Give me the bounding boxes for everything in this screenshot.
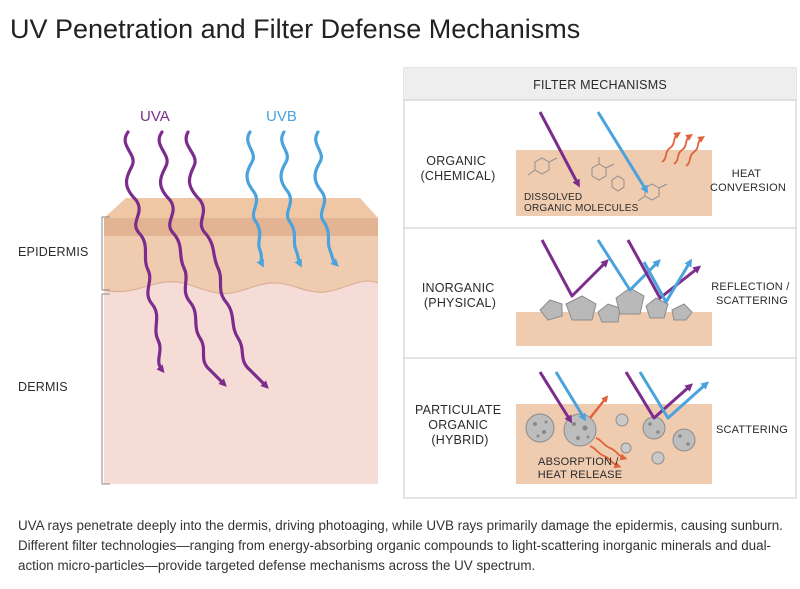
uva-ray xyxy=(123,130,165,374)
uvb-ray xyxy=(279,130,302,268)
uva-ray xyxy=(540,239,609,298)
uva-ray xyxy=(538,111,580,188)
heat-waves xyxy=(589,437,628,469)
dermis-label: DERMIS xyxy=(18,380,68,394)
filter-inner-label: DISSOLVED ORGANIC MOLECULES xyxy=(524,192,639,214)
filter-inner-label: ABSORPTION / HEAT RELEASE xyxy=(538,456,623,481)
uva-label: UVA xyxy=(140,108,170,125)
skin-cross-section: EPIDERMIS DERMIS xyxy=(18,198,379,485)
filter-effect: REFLECTION / SCATTERING xyxy=(711,281,792,307)
skin-surface xyxy=(104,198,378,218)
page-title: UV Penetration and Filter Defense Mechan… xyxy=(10,14,581,44)
uvb-ray xyxy=(596,111,649,194)
epidermis-layer xyxy=(104,218,378,294)
skin-sample xyxy=(516,150,712,216)
heat-ray xyxy=(589,395,609,419)
uvb-ray xyxy=(245,130,264,268)
filter-name: INORGANIC (PHYSICAL) xyxy=(422,281,498,310)
heat-waves xyxy=(661,132,705,167)
caption: UVA rays penetrate deeply into the dermi… xyxy=(18,518,783,573)
mineral-particles xyxy=(539,287,693,323)
uvb-ray xyxy=(638,371,709,420)
uva-ray xyxy=(538,371,573,424)
epidermis-label: EPIDERMIS xyxy=(18,245,89,259)
layer-brackets xyxy=(101,216,110,485)
uvb-label: UVB xyxy=(266,108,297,125)
diagram-canvas: EPIDERMIS DERMIS UVA UVB FILTER MECHANIS… xyxy=(18,67,797,499)
stratum-corneum xyxy=(104,218,378,236)
uvb-ray xyxy=(642,258,693,304)
filter-name: ORGANIC (CHEMICAL) xyxy=(421,154,496,183)
filter-row-hybrid: PARTICULATE ORGANIC (HYBRID) xyxy=(415,371,788,484)
uva-ray xyxy=(157,130,227,387)
particle-pores xyxy=(533,420,690,446)
filter-effect: SCATTERING xyxy=(716,424,788,436)
uvb-ray xyxy=(554,371,587,422)
uva-rays xyxy=(123,130,269,389)
uva-ray xyxy=(184,130,269,389)
uva-ray xyxy=(624,371,693,420)
filter-row-inorganic: INORGANIC (PHYSICAL) REFLECTION / SCATTE… xyxy=(422,239,792,346)
uva-ray xyxy=(626,239,702,300)
uvb-rays xyxy=(245,130,339,268)
uvb-ray xyxy=(313,130,339,267)
molecule-icons xyxy=(527,157,668,202)
panel-header-label: FILTER MECHANISMS xyxy=(533,78,667,92)
filter-row-organic: ORGANIC (CHEMICAL) DISSOLVED ORGANIC MOL… xyxy=(421,111,786,216)
filter-effect: HEAT CONVERSION xyxy=(710,168,786,194)
filter-name: PARTICULATE ORGANIC (HYBRID) xyxy=(415,403,505,447)
panel-header xyxy=(404,68,796,100)
